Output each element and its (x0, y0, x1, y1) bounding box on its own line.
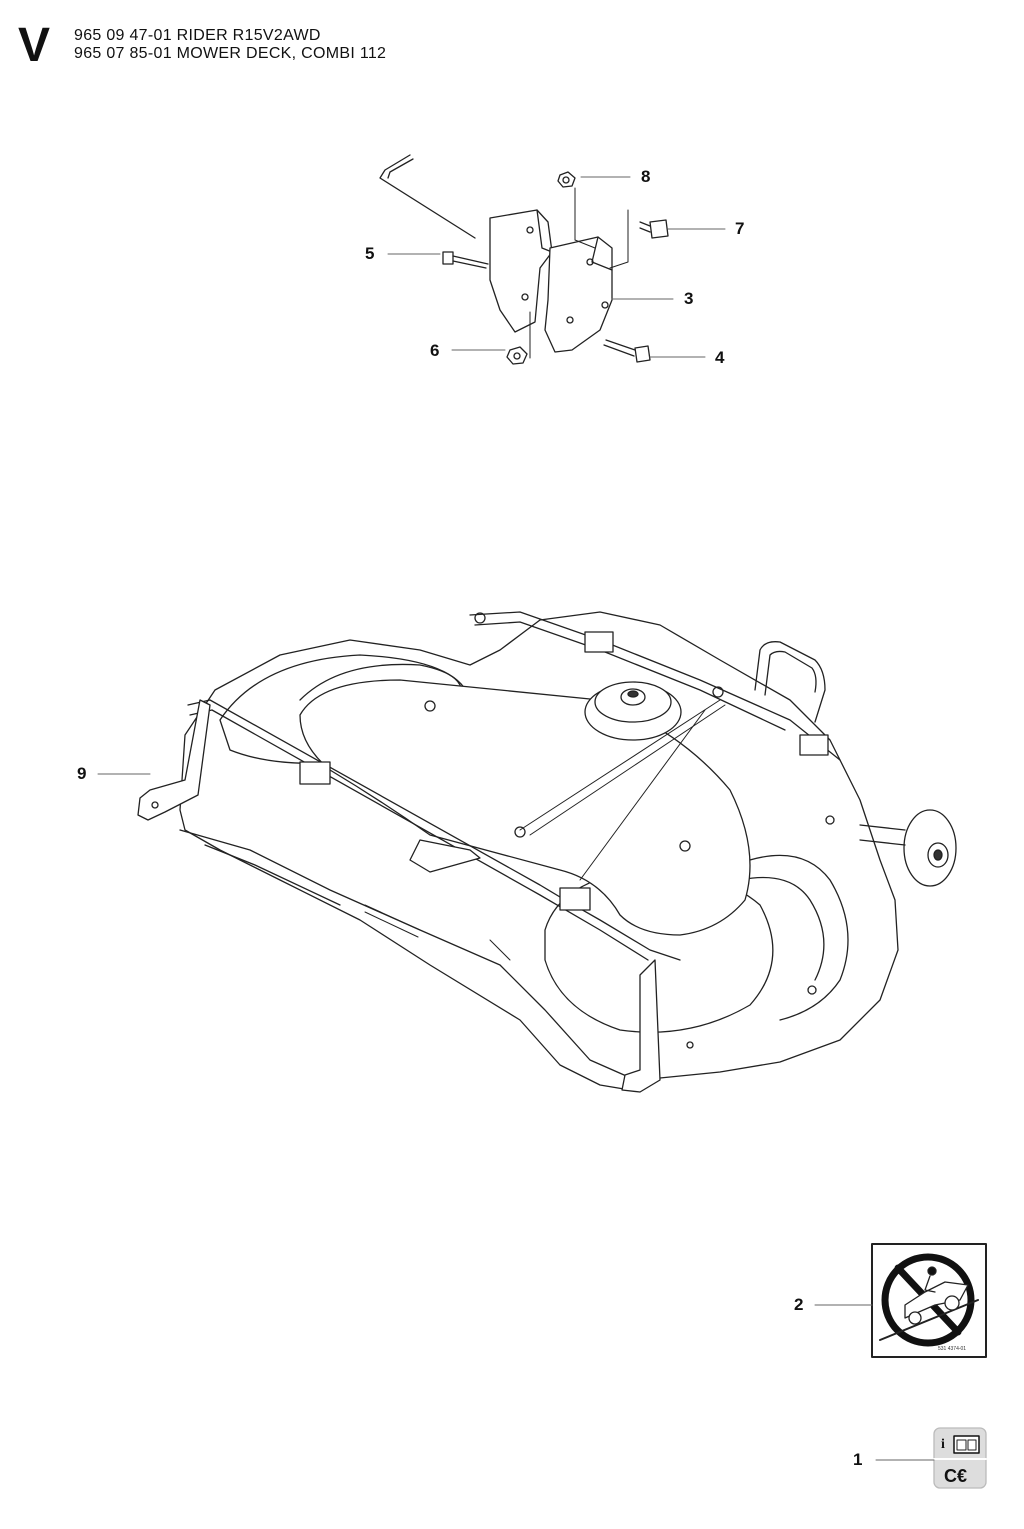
callout-9: 9 (77, 764, 87, 783)
deck-hanger-bracket (137, 699, 211, 821)
callout-3: 3 (684, 289, 694, 308)
slope-warning-decal (871, 1243, 987, 1358)
header-machine-line: 965 09 47-01 RIDER R15V2AWD (74, 27, 321, 44)
callout-1: 1 (853, 1450, 863, 1469)
mower-deck (137, 611, 957, 1093)
callout-8: 8 (641, 167, 651, 186)
deck-handle (754, 641, 826, 723)
callout-2: 2 (794, 1295, 804, 1314)
bracket-assembly (379, 154, 669, 365)
callout-4: 4 (715, 348, 725, 367)
bracket-plate-right (544, 236, 613, 353)
svg-text:C€: C€ (944, 1466, 967, 1486)
leader-lines (97, 176, 935, 1461)
callout-5: 5 (365, 244, 375, 263)
callout-6: 6 (430, 341, 440, 360)
section-letter: V (18, 19, 51, 72)
manual-ce-icon: i C€ (933, 1427, 987, 1489)
bracket-plate-left (489, 209, 553, 333)
decal-part-code: 531 4374-01 (938, 1346, 967, 1352)
callout-7: 7 (735, 219, 745, 238)
header-assembly-line: 965 07 85-01 MOWER DECK, COMBI 112 (74, 45, 387, 62)
pivot-rod (379, 154, 476, 239)
svg-text:i: i (941, 1437, 945, 1452)
